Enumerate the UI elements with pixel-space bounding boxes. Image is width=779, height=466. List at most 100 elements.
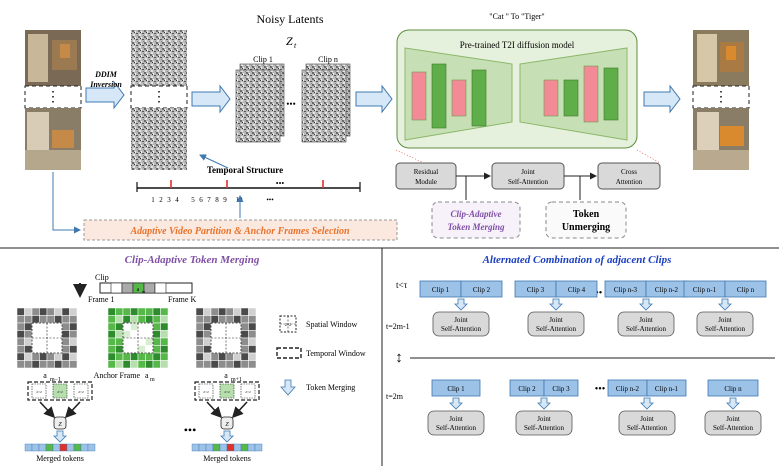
grid-cell xyxy=(46,307,55,316)
grid-cell xyxy=(195,345,204,354)
grid-cell xyxy=(195,352,204,361)
grid-label-2-prefix: Anchor Frame xyxy=(94,371,141,380)
grid-cell xyxy=(218,315,227,324)
attention-box xyxy=(618,410,676,436)
grid-cell xyxy=(240,330,249,339)
grid-cell xyxy=(54,352,63,361)
window-tile-rect xyxy=(52,383,68,399)
grid-cell xyxy=(248,315,257,324)
grid-cell xyxy=(225,322,234,331)
grid-am-1 xyxy=(16,307,78,369)
grid-cell xyxy=(130,345,139,354)
row2-ellipsis: ••• xyxy=(595,384,606,395)
merged-token xyxy=(247,443,256,452)
clip-n-stack xyxy=(301,63,351,143)
tick-7: 7 xyxy=(207,196,211,204)
grid-cell xyxy=(16,345,25,354)
frame-1-label: Frame 1 xyxy=(88,295,114,304)
clip-1-stack xyxy=(235,63,285,143)
tick-3: 3 xyxy=(167,196,171,204)
attention-label: Joint xyxy=(640,415,654,423)
grid-cell xyxy=(203,345,212,354)
grid-cell xyxy=(107,337,116,346)
token-merging-box xyxy=(431,201,521,239)
window-tile-label: 2×2 xyxy=(203,390,209,394)
clip-down-arrow xyxy=(640,397,654,410)
grid-cell xyxy=(248,322,257,331)
grid-cell xyxy=(218,330,227,339)
merge-ellipsis: ••• xyxy=(184,423,197,437)
grid-cell xyxy=(203,337,212,346)
merged-token xyxy=(38,443,47,452)
merged-token xyxy=(212,443,221,452)
grid-cell xyxy=(69,307,78,316)
clip-cell xyxy=(555,280,598,298)
grid-cell xyxy=(145,315,154,324)
attention-label: Joint xyxy=(639,316,653,324)
tick-1: 1 xyxy=(151,196,155,204)
grid-cell xyxy=(115,307,124,316)
window-tile: 2×2 xyxy=(73,383,89,399)
window-tile: 2×2 xyxy=(219,383,235,399)
merge-arrow-left xyxy=(39,401,56,419)
grid-cell xyxy=(160,307,169,316)
grid-cell xyxy=(61,337,70,346)
grid-cell xyxy=(160,337,169,346)
attention-box xyxy=(427,410,485,436)
attention-label: Self-Attention xyxy=(713,424,754,432)
grid-am+1 xyxy=(195,307,257,369)
partition-label: Adaptive Video Partition & Anchor Frames… xyxy=(129,226,350,237)
grid-cell xyxy=(107,330,116,339)
grid-cell xyxy=(240,322,249,331)
window-tile: 2×2 xyxy=(52,383,68,399)
grid-cell xyxy=(122,330,131,339)
grid-cell xyxy=(145,352,154,361)
grid-cell xyxy=(152,352,161,361)
clip-down-arrow xyxy=(726,397,740,410)
grid-cell xyxy=(39,345,48,354)
clips-ellipsis: ••• xyxy=(286,99,295,109)
grid-cell xyxy=(107,345,116,354)
grid-cell xyxy=(152,360,161,369)
clip-cell-label: Clip 3 xyxy=(527,286,545,294)
attention-label: Self-Attention xyxy=(626,325,667,333)
grid-cell xyxy=(46,345,55,354)
temporal-window-outline xyxy=(194,381,260,401)
grid-cell xyxy=(107,315,116,324)
grid-cell xyxy=(31,307,40,316)
grid-cell xyxy=(61,330,70,339)
grid-cell xyxy=(39,352,48,361)
t2i-model-box xyxy=(396,29,638,149)
grid-cell xyxy=(225,337,234,346)
grid-label-1-sub: m−1 xyxy=(50,377,61,383)
legend-merging-arrow xyxy=(280,379,296,396)
grid-cell xyxy=(130,330,139,339)
grid-cell xyxy=(233,330,242,339)
merged-token xyxy=(31,443,40,452)
grid-cell xyxy=(24,330,33,339)
grid-cell xyxy=(130,360,139,369)
am-strip-label: a xyxy=(137,287,140,293)
model-to-output-arrow xyxy=(643,84,681,114)
grid-cell xyxy=(233,345,242,354)
grid-cell xyxy=(137,360,146,369)
legend-spatial: Spatial Window xyxy=(306,320,358,329)
attention-box xyxy=(617,311,675,337)
clip-cell xyxy=(707,379,759,397)
clip-cell xyxy=(431,379,481,397)
token-unmerging-box xyxy=(545,201,627,239)
grid-label-3-sub: m+1 xyxy=(231,377,242,383)
grid-cell xyxy=(122,352,131,361)
grid-cell xyxy=(137,322,146,331)
token-unmerging-l1: Token xyxy=(573,209,600,220)
grid-cell xyxy=(152,345,161,354)
grid-cell xyxy=(160,360,169,369)
grid-cell xyxy=(122,337,131,346)
window-tile: 2×2 xyxy=(240,383,256,399)
edited-video-dots: ⋮ xyxy=(714,90,728,105)
grid-cell xyxy=(248,352,257,361)
